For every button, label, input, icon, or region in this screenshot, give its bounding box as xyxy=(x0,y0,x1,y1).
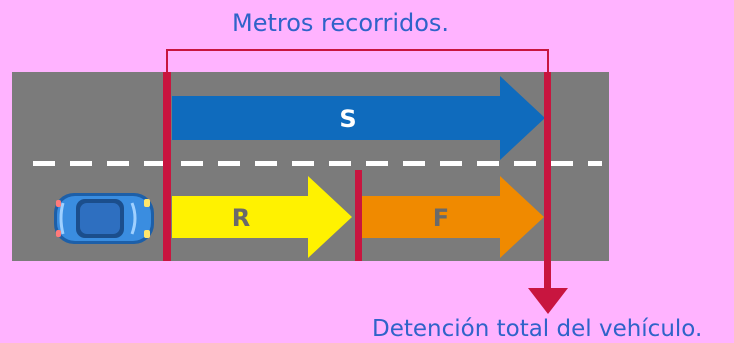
arrow-f-label: F xyxy=(433,204,449,232)
stop-marker xyxy=(544,72,551,290)
arrow-s-label: S xyxy=(339,105,356,133)
arrow-r xyxy=(172,176,352,258)
start-marker xyxy=(163,72,171,261)
arrow-r-label: R xyxy=(232,204,250,232)
arrow-f xyxy=(362,176,544,258)
arrow-s xyxy=(172,76,545,160)
reaction-end-marker xyxy=(355,170,362,261)
stop-arrow-head xyxy=(528,288,568,314)
lane-divider xyxy=(33,161,602,166)
distance-label: Metros recorridos. xyxy=(232,9,450,37)
car-top-view-icon xyxy=(54,193,154,244)
full-stop-label: Detención total del vehículo. xyxy=(372,316,703,342)
distance-bracket xyxy=(166,49,549,72)
